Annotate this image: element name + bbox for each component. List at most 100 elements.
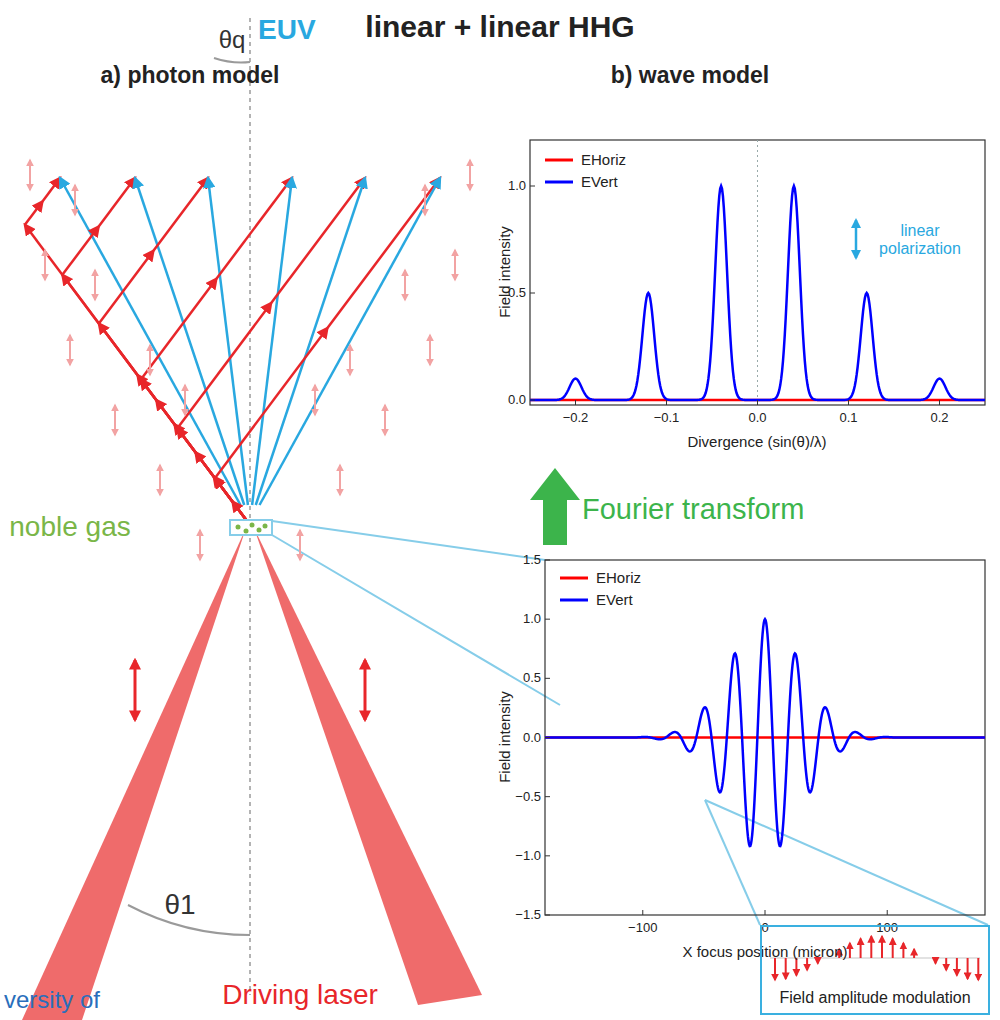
photon-path	[153, 178, 208, 251]
tick-label: 0.1	[839, 411, 857, 425]
tick	[757, 400, 758, 405]
polarization-arrow	[454, 250, 456, 280]
legend-text: EVert	[594, 592, 635, 609]
photon-path	[99, 178, 135, 226]
tick-label: 0.0	[523, 730, 541, 744]
polarization-arrow	[364, 660, 367, 720]
transform-arrow	[530, 468, 580, 545]
polarization-arrow	[149, 345, 151, 375]
legend-text: EHoriz	[579, 152, 628, 169]
tick	[545, 619, 550, 620]
panel-label: b) wave model	[611, 63, 769, 88]
vert-curve	[530, 186, 985, 400]
polarization-arrow	[314, 385, 316, 415]
gas-atoms	[236, 523, 268, 534]
legend-text: EHoriz	[594, 570, 643, 587]
photon-path	[177, 428, 213, 476]
transform-label: Fourier transform	[582, 494, 804, 526]
angle-label: θ1	[164, 890, 195, 921]
axis-label: Divergence (sin(θ)/λ)	[687, 434, 826, 451]
field-arrow	[860, 939, 862, 958]
tick	[530, 186, 535, 187]
tick-label: 1.5	[523, 553, 541, 567]
polarization-label: linear polarization	[865, 222, 975, 257]
angle-label: θq	[219, 27, 246, 53]
polarization-arrow	[429, 335, 431, 365]
zoom-box: Field amplitude modulation	[760, 925, 990, 1015]
title: linear + linear HHG	[365, 10, 634, 43]
tick-label: 100	[876, 921, 898, 935]
tick	[765, 910, 766, 915]
field-arrow	[795, 958, 797, 975]
photon-path	[214, 477, 250, 525]
gas-cell	[230, 520, 272, 535]
euv-ray	[260, 178, 441, 505]
field-arrow	[785, 958, 787, 979]
tick	[939, 400, 940, 405]
laser-label: Driving laser	[222, 980, 378, 1011]
photon-path	[42, 178, 60, 201]
polarization-arrow	[424, 185, 426, 215]
plot-frame	[545, 560, 985, 915]
polarization-arrow	[469, 160, 471, 190]
tick	[575, 400, 576, 405]
plot-frame	[530, 140, 985, 405]
tick	[666, 400, 667, 405]
axis-label: X focus position (micron)	[682, 944, 847, 961]
photon-path	[137, 375, 250, 525]
polarization-arrow	[29, 160, 31, 190]
polarization-arrow	[159, 465, 161, 495]
tick-label: 0.5	[508, 286, 526, 300]
polarization-arrow	[69, 335, 71, 365]
axis-label: Field intensity	[497, 691, 514, 783]
beam-label: EUV	[258, 15, 316, 46]
tick-label: −0.2	[563, 411, 589, 425]
tick	[887, 910, 888, 915]
tick-label: 1.0	[523, 612, 541, 626]
field-arrow	[892, 939, 894, 958]
axis-label: Field intensity	[497, 226, 514, 318]
tick-label: 0.2	[930, 411, 948, 425]
photon-path	[99, 251, 154, 324]
field-arrow	[935, 958, 937, 963]
tick-label: −1.5	[515, 908, 541, 922]
tick-label: −0.1	[654, 411, 680, 425]
angle-arc	[214, 58, 250, 63]
polarization-arrow	[299, 530, 301, 560]
tick-label: 0.0	[508, 393, 526, 407]
zero-line	[757, 140, 758, 405]
tick-label: 0.5	[523, 671, 541, 685]
polarization-arrow	[134, 660, 137, 720]
tick-label: 0.0	[748, 411, 766, 425]
field-arrow	[881, 936, 883, 958]
tick	[545, 560, 550, 561]
photon-path	[327, 178, 440, 328]
field-arrow	[774, 958, 776, 980]
polarization-arrow	[74, 185, 76, 215]
box-caption: Field amplitude modulation	[762, 989, 988, 1007]
gas-label: noble gas	[9, 512, 130, 543]
optical-axis	[249, 18, 251, 995]
legend-text: EVert	[579, 174, 620, 191]
field-arrow	[945, 958, 947, 970]
watermark: versity of	[4, 987, 100, 1013]
tick-label: 1.0	[508, 179, 526, 193]
polarization-arrow	[94, 270, 96, 300]
vert-curve	[545, 619, 985, 846]
photon-path	[215, 328, 328, 478]
polarization-arrow	[384, 405, 386, 435]
tick	[545, 796, 550, 797]
field-arrow	[902, 943, 904, 958]
field-arrow	[806, 958, 808, 970]
tick	[530, 400, 535, 401]
laser-beam	[22, 528, 246, 1020]
field-arrow	[977, 958, 979, 980]
zoom-lines	[272, 521, 988, 925]
polarization-arrow	[199, 530, 201, 560]
field-arrow	[967, 958, 969, 979]
polarization-arrow	[184, 385, 186, 415]
photon-path	[177, 303, 271, 428]
field-arrow	[956, 958, 958, 975]
photon-path	[215, 478, 233, 501]
